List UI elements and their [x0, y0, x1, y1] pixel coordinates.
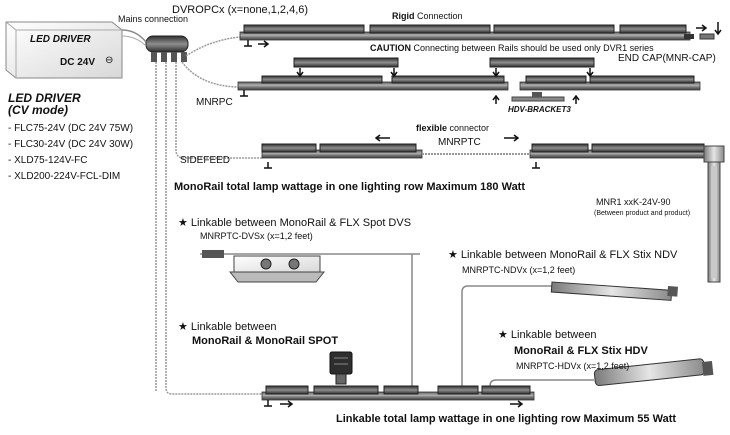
flexible-connector-label: flexible connector — [416, 123, 490, 133]
junction-hub — [145, 35, 189, 62]
star-icon: ★ — [178, 217, 188, 229]
rail-row-3 — [261, 134, 725, 283]
mnrptc-label: MNRPTC — [438, 137, 481, 148]
driver-box-title: LED DRIVER — [30, 34, 91, 45]
rigid-connection-label: Rigid Connection — [392, 11, 463, 21]
flx-stix-hdv — [489, 358, 714, 392]
spot-heading: ★ Linkable between — [178, 321, 277, 333]
dvs-heading: ★ Linkable between MonoRail & FLX Spot D… — [178, 217, 412, 229]
feed-wires — [155, 36, 268, 395]
driver-list-item: - FLC30-24V (DC 24V 30W) — [8, 139, 134, 150]
dvs-part-label: MNRPTC-DVSx (x=1,2 feet) — [200, 231, 313, 241]
flx-stix-ndv — [461, 281, 678, 392]
hdv-heading: ★ Linkable between — [498, 329, 597, 341]
driver-list-subtitle: (CV mode) — [8, 103, 68, 117]
monorail-spot — [329, 351, 353, 385]
end-cap-label: END CAP(MNR-CAP) — [618, 53, 716, 64]
hdv-heading-line2: MonoRail & FLX Stix HDV — [514, 345, 648, 357]
driver-list-item: - XLD200-224V-FCL-DIM — [8, 171, 121, 182]
max-55-watt-note: Linkable total lamp wattage in one light… — [336, 413, 677, 425]
hdv-part-label: MNRPTC-HDVx (x=1,2 feet) — [516, 361, 630, 371]
driver-list-title: LED DRIVER — [8, 91, 81, 105]
dvropc-label: DVROPCx (x=none,1,2,4,6) — [172, 4, 309, 16]
ndv-heading: ★ Linkable between MonoRail & FLX Stix N… — [448, 249, 678, 261]
mains-wire — [121, 29, 147, 43]
between-note: (Between product and product) — [594, 210, 691, 217]
rail-row-2 — [237, 57, 701, 104]
mnrpc-label: MNRPC — [196, 97, 233, 108]
driver-box-voltage: DC 24V — [60, 57, 96, 68]
mnr1-label: MNR1 xxK-24V-90 — [596, 197, 671, 207]
flx-spot-dvs — [200, 250, 420, 392]
rail-row-1 — [239, 22, 722, 48]
star-icon: ★ — [178, 321, 188, 333]
led-driver-box — [5, 21, 123, 79]
polarity-icon: ⊖ — [105, 55, 114, 66]
mains-wire-2 — [121, 35, 147, 47]
hdv-bracket-label: HDV-BRACKET3 — [508, 105, 571, 114]
caution-note: CAUTION Connecting between Rails should … — [370, 43, 654, 53]
driver-list-item: - FLC75-24V (DC 24V 75W) — [8, 123, 134, 134]
ndv-part-label: MNRPTC-NDVx (x=1,2 feet) — [462, 265, 576, 275]
rail-row-bottom — [261, 385, 535, 408]
spot-heading-line2: MonoRail & MonoRail SPOT — [192, 335, 339, 347]
star-icon: ★ — [498, 329, 508, 341]
driver-list-item: - XLD75-124V-FC — [8, 155, 88, 166]
star-icon: ★ — [448, 249, 458, 261]
mains-connection-label: Mains connection — [118, 14, 189, 24]
max-180-watt-note: MonoRail total lamp wattage in one light… — [174, 181, 526, 193]
sidefeed-label: SIDEFEED — [180, 155, 231, 166]
